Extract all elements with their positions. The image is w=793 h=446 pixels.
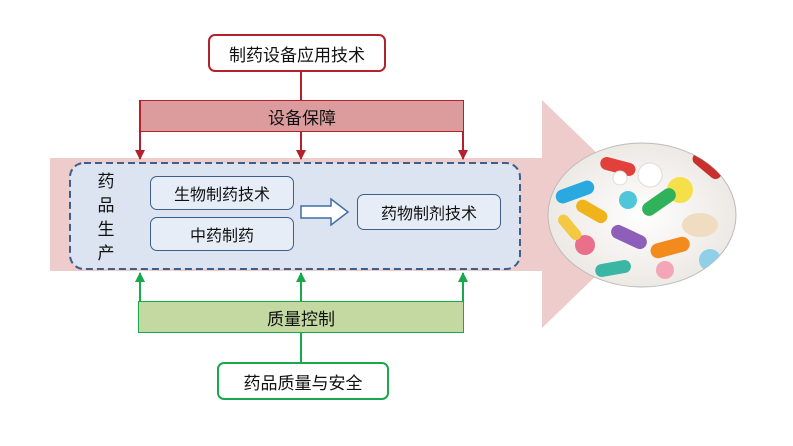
drug-quality-safety-box: 药品质量与安全 xyxy=(217,362,389,400)
biopharma-technology-box: 生物制药技术 xyxy=(150,176,294,210)
production-char-2: 品 xyxy=(97,196,115,216)
production-char-4: 产 xyxy=(97,244,115,264)
quality-connectors xyxy=(135,272,468,362)
hollow-right-arrow-icon xyxy=(300,197,350,227)
formulation-technology-box: 药物制剂技术 xyxy=(357,194,501,230)
production-char-1: 药 xyxy=(97,172,115,192)
equipment-technology-box: 制药设备应用技术 xyxy=(208,34,386,72)
quality-control-bar: 质量控制 xyxy=(138,301,464,333)
drug-production-label: 药 品 生 产 xyxy=(94,170,118,266)
tcm-pharma-box: 中药制药 xyxy=(150,217,294,251)
production-char-3: 生 xyxy=(97,220,115,240)
pill-capsule-image xyxy=(547,142,737,288)
equipment-support-bar: 设备保障 xyxy=(140,100,464,132)
